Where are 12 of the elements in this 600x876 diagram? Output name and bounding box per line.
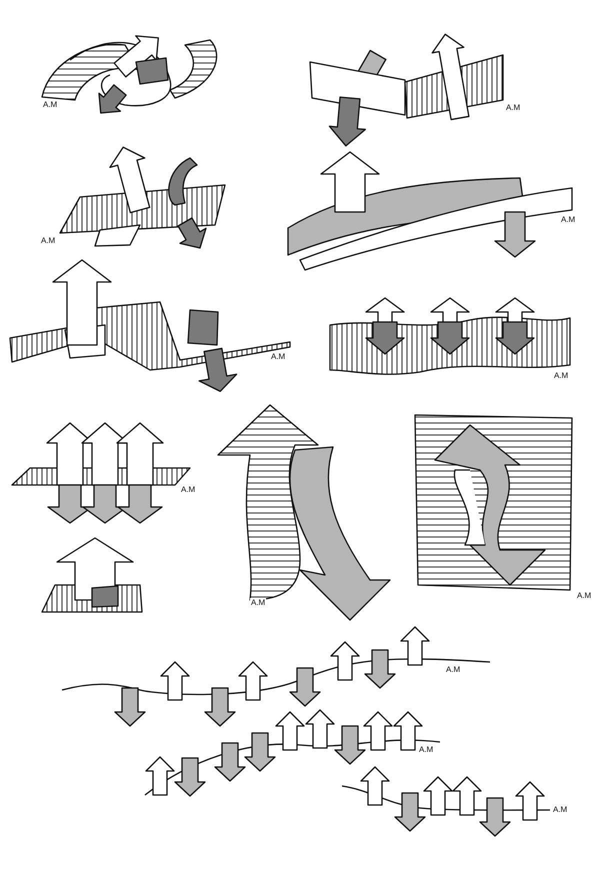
signature-initials: A.M: [505, 103, 522, 112]
signature-initials: A.M: [552, 805, 568, 814]
signature-initials: A.M: [250, 598, 266, 607]
signature-initials: A.M: [576, 591, 592, 600]
signature-initials: A.M: [560, 215, 576, 224]
signature-initials: A.M: [40, 236, 56, 245]
signature-initials: A.M: [553, 371, 570, 380]
signature-initials: A.M: [270, 352, 286, 361]
signature-initials: A.M: [445, 665, 462, 674]
signature-initials: A.M: [42, 100, 58, 109]
signature-initials: A.M: [180, 485, 196, 494]
signature-initials: A.M: [418, 745, 434, 754]
